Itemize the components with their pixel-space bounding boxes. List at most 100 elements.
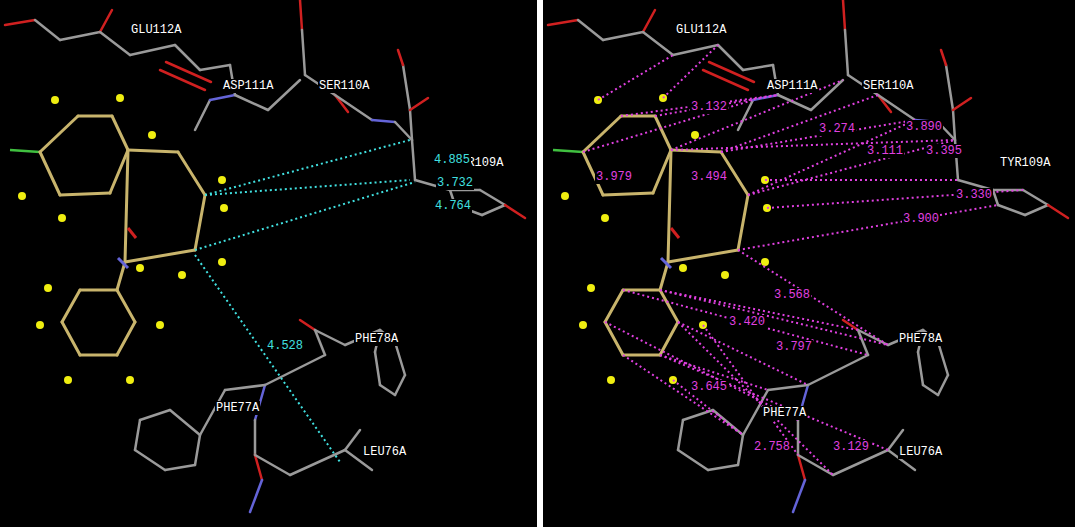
residue-stick (398, 50, 403, 65)
distance-line (671, 140, 955, 150)
distance-line (205, 180, 410, 195)
label-holder: 3.420 (728, 315, 766, 329)
distance-line (583, 100, 753, 152)
distance-line (748, 120, 915, 195)
residue-stick (35, 20, 60, 40)
residue-stick (843, 0, 845, 30)
hydrogen-ball (721, 271, 729, 279)
label-holder: 3.129 (832, 440, 870, 454)
distance-value: 3.732 (436, 176, 474, 190)
residue-stick (603, 32, 643, 40)
residue-label: SER110A (318, 79, 370, 93)
residue-stick (165, 465, 195, 470)
distance-line (660, 290, 858, 330)
label-holder: 3.979 (595, 170, 633, 184)
residue-label: GLU112A (130, 23, 182, 37)
residue-stick (858, 330, 868, 355)
residue-stick (160, 70, 205, 90)
distance-value: 3.111 (866, 144, 904, 158)
ligand-bond (125, 150, 128, 262)
ligand-bond (112, 116, 128, 150)
panel-background (0, 0, 537, 527)
ligand-bond (117, 290, 135, 322)
residue-stick (941, 50, 946, 65)
ligand-bond (653, 150, 671, 193)
residue-stick (643, 32, 673, 55)
label-holder: LEU76A (898, 445, 943, 459)
distance-value: 3.645 (690, 380, 728, 394)
distance-line (663, 45, 718, 98)
residue-label: ASP111A (222, 79, 274, 93)
residue-stick (918, 352, 923, 385)
residue-stick (302, 30, 305, 75)
ligand-bond (603, 193, 653, 195)
ligand-bond (605, 290, 623, 322)
distance-line (623, 290, 868, 355)
residue-stick (195, 435, 200, 465)
hydrogen-ball (51, 96, 59, 104)
residue-stick (372, 120, 395, 122)
ligand-bond (660, 290, 678, 322)
hydrogen-ball (587, 284, 595, 292)
nitrogen-atom (118, 258, 128, 268)
label-holder: 3.494 (690, 170, 728, 184)
residue-stick (60, 32, 100, 40)
residue-stick (768, 385, 808, 390)
ligand-bond (117, 322, 135, 355)
hydrogen-ball (220, 204, 228, 212)
residue-stick (953, 98, 971, 110)
residue-label: LEU76A (362, 445, 407, 459)
residue-stick (175, 45, 200, 70)
ligand-bond (668, 150, 671, 262)
ligand-bond (623, 354, 660, 357)
ligand-bond (671, 150, 721, 152)
residue-stick (300, 0, 302, 30)
ligand-bond (80, 354, 117, 357)
label-holder: 3.395 (925, 144, 963, 158)
distance-value: 3.568 (773, 288, 811, 302)
distance-value: 4.528 (266, 339, 304, 353)
residue-stick (673, 45, 718, 55)
hydrogen-ball (44, 284, 52, 292)
label-holder: 4.885 (433, 153, 471, 167)
residue-stick (5, 20, 35, 25)
residue-stick (195, 100, 210, 130)
distance-line (673, 380, 743, 435)
distance-value: 3.274 (818, 122, 856, 136)
residue-stick (778, 95, 811, 110)
residue-stick (200, 65, 230, 70)
label-holder: LEU76A (362, 445, 407, 459)
ligand-bond (62, 322, 80, 355)
residue-label: PHE78A (898, 332, 943, 346)
ligand-bond (128, 150, 178, 152)
label-holder: SER110A (318, 79, 370, 93)
molecule-view (5, 0, 525, 512)
label-holder: PHE77A (762, 406, 807, 420)
residue-stick (808, 355, 868, 385)
label-holder: 3.274 (818, 122, 856, 136)
hydrogen-ball (58, 214, 66, 222)
distance-value: 4.764 (434, 199, 472, 213)
residue-stick (678, 450, 708, 470)
hydrogen-ball (579, 321, 587, 329)
fluorine-bond (553, 150, 583, 152)
residue-stick (410, 110, 412, 140)
label-holder: 3.797 (775, 340, 813, 354)
residue-stick (703, 70, 748, 90)
residue-label: GLU112A (675, 23, 727, 37)
residue-stick (1048, 205, 1068, 218)
label-holder: 3.900 (902, 212, 940, 226)
distance-line (678, 322, 833, 475)
label-holder: 3.645 (690, 380, 728, 394)
molecule-view (548, 0, 1068, 512)
ligand-bond (117, 262, 125, 290)
ligand-bond (660, 322, 678, 355)
hydrogen-ball (601, 214, 609, 222)
residue-stick (335, 95, 372, 120)
residue-stick (548, 20, 578, 25)
distance-line (205, 140, 410, 195)
residue-stick (798, 455, 833, 475)
residue-stick (315, 330, 325, 355)
distance-line (621, 95, 778, 116)
distance-line (671, 80, 843, 150)
